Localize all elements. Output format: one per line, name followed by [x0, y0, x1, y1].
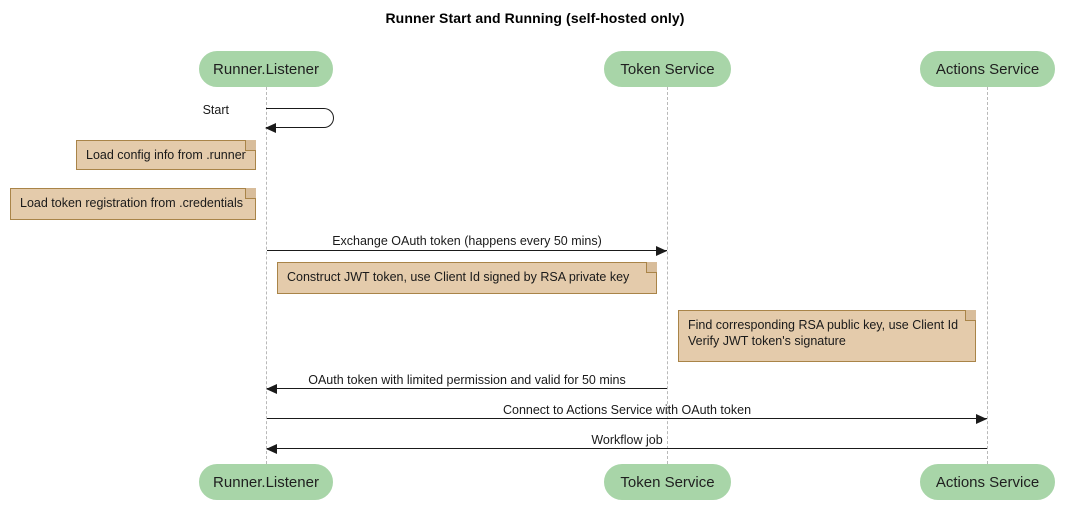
note-text: Load config info from .runner — [86, 148, 246, 162]
note-construct-jwt: Construct JWT token, use Client Id signe… — [277, 262, 657, 294]
note-verify-jwt: Find corresponding RSA public key, use C… — [678, 310, 976, 362]
msg-connect-actions-label: Connect to Actions Service with OAuth to… — [502, 403, 752, 417]
participant-label: Runner.Listener — [213, 60, 319, 78]
msg-exchange-oauth-line — [267, 250, 667, 251]
participant-header-actions[interactable]: Actions Service — [920, 51, 1055, 87]
msg-start-label: Start — [202, 103, 229, 117]
msg-start-arrowhead-icon — [265, 122, 276, 133]
participant-header-token[interactable]: Token Service — [604, 51, 731, 87]
participant-label: Token Service — [620, 473, 715, 491]
lifeline-actions — [987, 87, 988, 464]
note-fold-corner-icon — [965, 310, 976, 321]
msg-oauth-token-response-label: OAuth token with limited permission and … — [308, 373, 626, 387]
msg-workflow-job-label: Workflow job — [591, 433, 663, 447]
msg-workflow-job-line — [267, 448, 987, 449]
participant-footer-token[interactable]: Token Service — [604, 464, 731, 500]
note-text: Construct JWT token, use Client Id signe… — [287, 270, 630, 284]
note-load-token: Load token registration from .credential… — [10, 188, 256, 220]
note-fold-corner-icon — [245, 188, 256, 199]
note-text: Find corresponding RSA public key, use C… — [688, 318, 959, 348]
note-text: Load token registration from .credential… — [20, 196, 244, 210]
participant-label: Token Service — [620, 60, 715, 78]
note-load-config: Load config info from .runner — [76, 140, 256, 170]
note-fold-corner-icon — [245, 140, 256, 151]
lifeline-runner — [266, 87, 267, 464]
msg-workflow-job-arrowhead-icon — [266, 443, 277, 454]
page-title: Runner Start and Running (self-hosted on… — [385, 10, 685, 26]
participant-label: Actions Service — [935, 473, 1040, 491]
participant-footer-runner[interactable]: Runner.Listener — [199, 464, 333, 500]
msg-oauth-token-response-arrowhead-icon — [266, 383, 277, 394]
msg-exchange-oauth-label: Exchange OAuth token (happens every 50 m… — [332, 234, 602, 248]
msg-oauth-token-response-line — [267, 388, 667, 389]
note-fold-corner-icon — [646, 262, 657, 273]
msg-exchange-oauth-arrowhead-icon — [656, 245, 667, 256]
msg-connect-actions-arrowhead-icon — [976, 413, 987, 424]
msg-start-loop — [266, 108, 334, 128]
participant-header-runner[interactable]: Runner.Listener — [199, 51, 333, 87]
participant-label: Actions Service — [935, 60, 1040, 78]
participant-label: Runner.Listener — [213, 473, 319, 491]
msg-connect-actions-line — [267, 418, 987, 419]
lifeline-token — [667, 87, 668, 464]
participant-footer-actions[interactable]: Actions Service — [920, 464, 1055, 500]
